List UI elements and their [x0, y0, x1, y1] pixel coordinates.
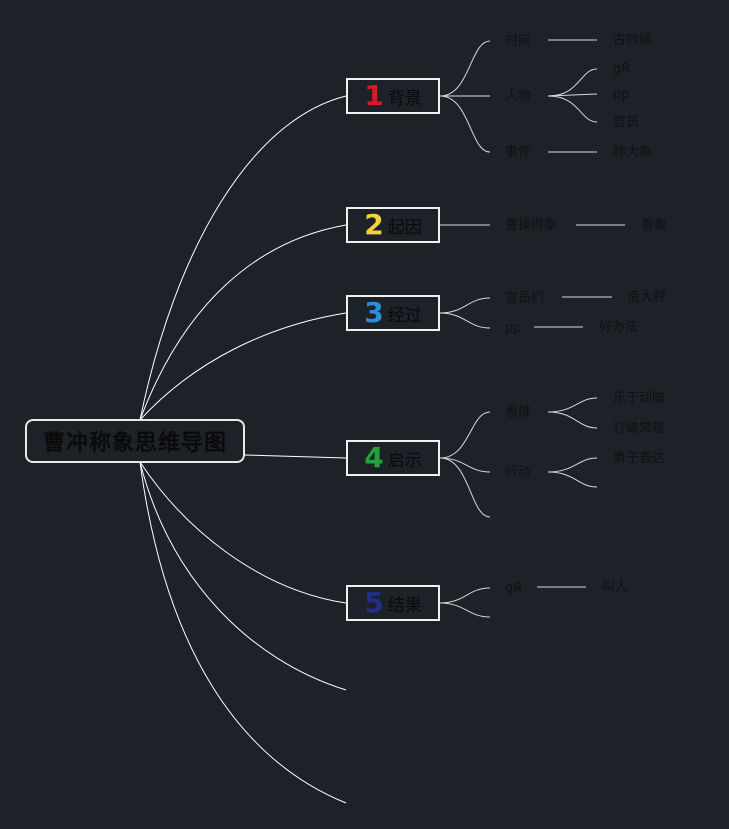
connector-t5-empty — [439, 602, 491, 618]
connector-root-empty1 — [139, 461, 347, 691]
topic-number-1: 1 — [364, 79, 384, 112]
topic-label: 起因 — [387, 217, 422, 238]
connector-t4-b-v1 — [547, 457, 598, 473]
connector-t1-time — [439, 40, 491, 97]
leaf-t3-officials-value[interactable]: 造大秤 — [627, 290, 667, 305]
leaf-t4-action[interactable]: 行动 — [505, 465, 532, 480]
connector-root-empty2 — [139, 461, 347, 804]
leaf-t1-people-value-2[interactable]: pp — [613, 87, 630, 102]
connector-t3-b — [439, 312, 491, 329]
leaf-t2-cause[interactable]: 曹操得象 — [505, 218, 558, 233]
connector-t4-a — [439, 411, 491, 459]
topic-label: 结果 — [387, 595, 422, 616]
leaf-t1-people-value-3[interactable]: 官员 — [613, 115, 640, 130]
leaf-t4-thinking-value-2[interactable]: 打破常规 — [613, 421, 666, 436]
topic-insight[interactable]: 4 启示 — [346, 440, 440, 476]
connector-t1-people-v2 — [547, 93, 598, 97]
connector-root-topic5 — [139, 461, 347, 604]
leaf-t3-pp-value[interactable]: 好办法 — [599, 320, 639, 335]
topic-number-3: 3 — [364, 296, 384, 329]
leaf-t1-people-value-1[interactable]: gR — [613, 62, 631, 77]
leaf-t4-thinking[interactable]: 思维 — [505, 405, 532, 420]
topic-result[interactable]: 5 结果 — [346, 585, 440, 621]
connector-t4-empty — [439, 457, 491, 518]
connector-t5-a — [439, 587, 491, 604]
connector-t4-a-v2 — [547, 411, 598, 429]
leaf-t3-officials[interactable]: 官员们 — [505, 291, 545, 306]
topic-cause[interactable]: 2 起因 — [346, 207, 440, 243]
leaf-t5-gr[interactable]: gR — [505, 581, 523, 596]
leaf-t2-cause-value[interactable]: 看象 — [641, 218, 668, 233]
connector-t4-b — [439, 457, 491, 473]
connector-t1-event — [439, 95, 491, 153]
connector-root-topic4 — [244, 454, 347, 459]
connector-t1-people-v1 — [547, 68, 598, 97]
leaf-t4-action-value-1[interactable]: 勇于表达 — [613, 451, 666, 466]
leaf-t1-people[interactable]: 人物 — [505, 89, 532, 104]
topic-label: 经过 — [387, 305, 422, 326]
topic-process[interactable]: 3 经过 — [346, 295, 440, 331]
connector-root-topic3 — [139, 312, 347, 421]
topic-number-2: 2 — [364, 208, 384, 241]
connector-t1-people-v3 — [547, 95, 598, 123]
leaf-t3-pp[interactable]: pp — [505, 321, 522, 336]
connector-root-topic1 — [139, 95, 347, 421]
topic-number-5: 5 — [364, 586, 384, 619]
leaf-t1-event[interactable]: 事件 — [505, 145, 532, 160]
leaf-t4-thinking-value-1[interactable]: 乐于动脑 — [613, 391, 666, 406]
connector-t4-b-empty — [547, 471, 598, 488]
connector-t4-a-v1 — [547, 397, 598, 413]
topic-background[interactable]: 1 背景 — [346, 78, 440, 114]
leaf-t1-time-value[interactable]: 古时候 — [613, 33, 653, 48]
topic-number-4: 4 — [364, 441, 384, 474]
connector-root-topic2 — [139, 224, 347, 421]
root-node[interactable]: 曹冲称象思维导图 — [25, 419, 245, 463]
leaf-t1-event-value[interactable]: 称大象 — [613, 145, 653, 160]
topic-label: 启示 — [387, 450, 422, 471]
leaf-t1-time[interactable]: 时间 — [505, 34, 532, 49]
topic-label: 背景 — [387, 88, 422, 109]
leaf-t5-gr-value[interactable]: 叫人 — [602, 580, 629, 595]
connector-t3-a — [439, 297, 491, 314]
